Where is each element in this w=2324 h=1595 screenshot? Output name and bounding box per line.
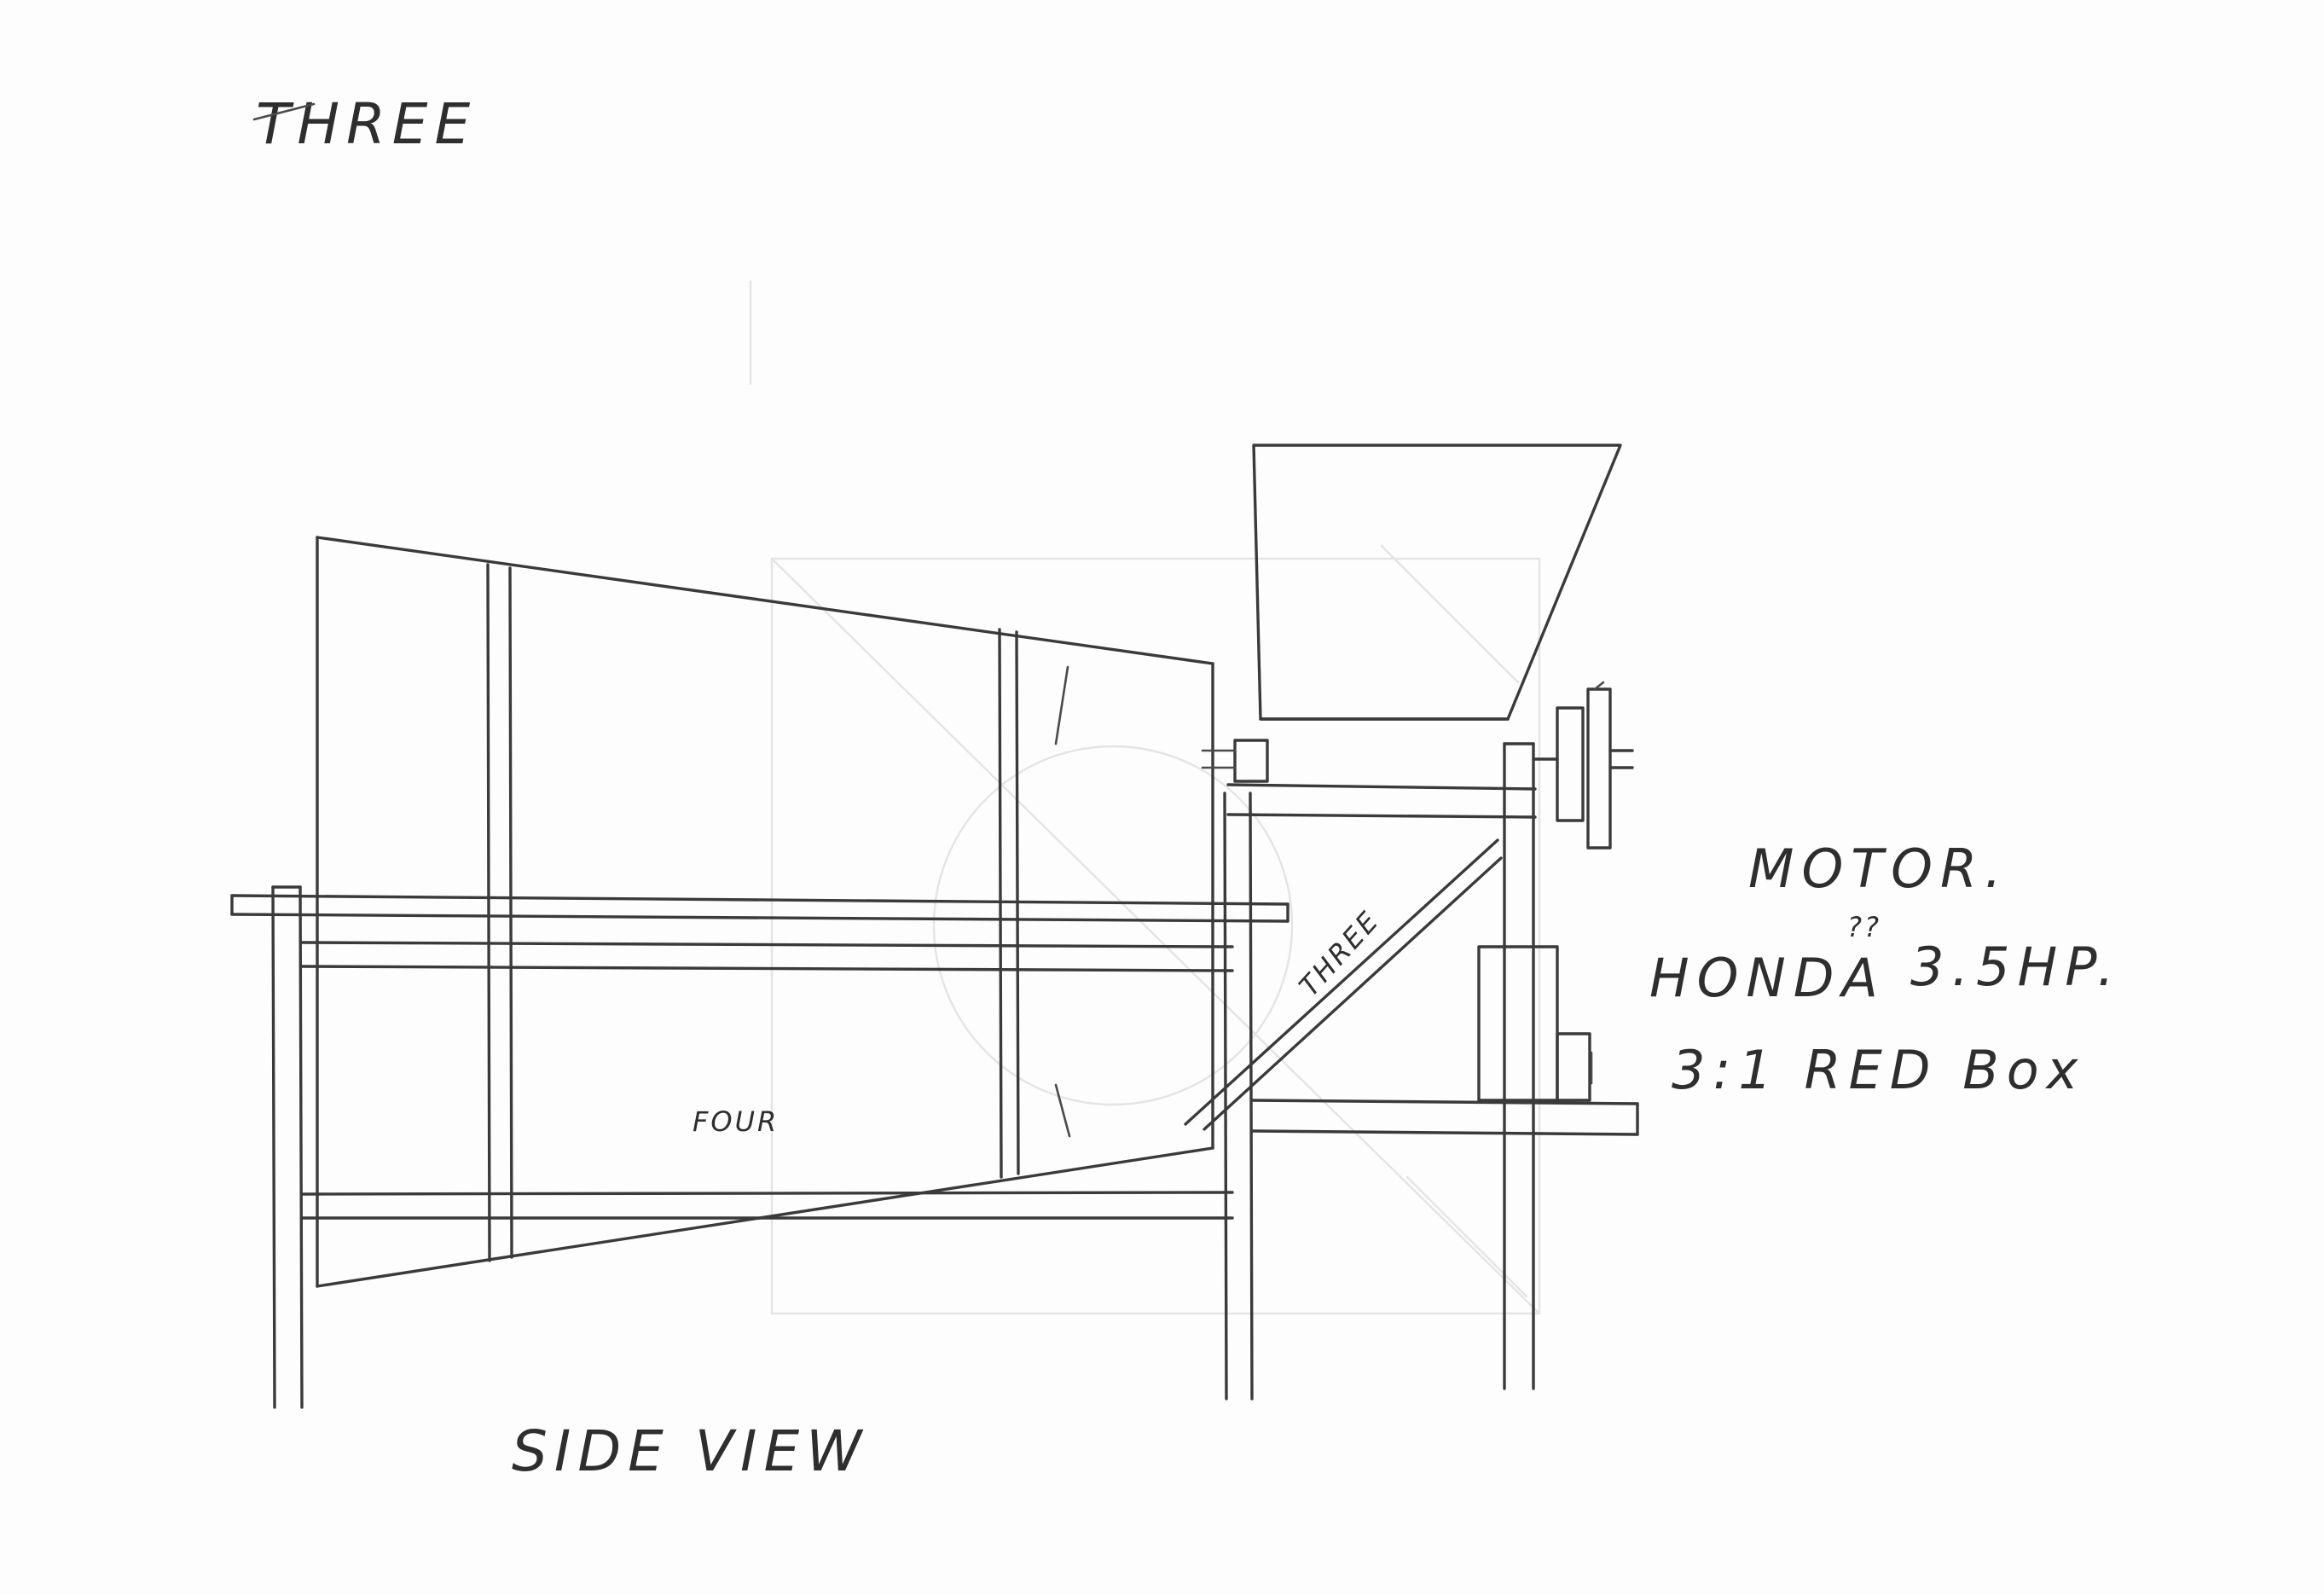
motor-power: 3.5HP. (1910, 936, 2122, 998)
motor-platform (1250, 1099, 1639, 1136)
feed-hopper (1252, 444, 1622, 721)
frame-right-upright (1503, 742, 1535, 1390)
frame-upper-rail (300, 941, 1234, 972)
drum-band-left (486, 563, 513, 1262)
motor-query: ?? (1847, 911, 1881, 943)
motor-annotation: MOTOR. HONDA ?? 3.5HP. 3:1 RED Box (1649, 838, 2122, 1101)
shaft-bearing (1201, 739, 1269, 783)
motor-model: HONDA (1649, 947, 1886, 1009)
frame-centre-upright (1223, 792, 1254, 1401)
motor-gearbox: 3:1 RED Box (1672, 1039, 2085, 1101)
diagonal-brace (1184, 838, 1503, 1131)
frame-lower-rail (300, 1191, 1234, 1220)
drum-note: FOUR (693, 1105, 779, 1138)
view-label: SIDE VIEW (512, 1418, 868, 1484)
heading-label: THREE (252, 91, 477, 157)
frame-top-cross (1226, 783, 1537, 819)
show-through-marks (749, 280, 1541, 1315)
drum-band-right (998, 628, 1071, 1179)
drive-pulley (1532, 681, 1634, 850)
drum-shaft (230, 894, 1290, 923)
frame-left-upright (271, 885, 304, 1409)
motor-block (1477, 945, 1593, 1102)
motor-title: MOTOR. (1748, 838, 2009, 900)
heading-text: THREE (256, 91, 477, 157)
trommel-drum (316, 536, 1214, 1288)
